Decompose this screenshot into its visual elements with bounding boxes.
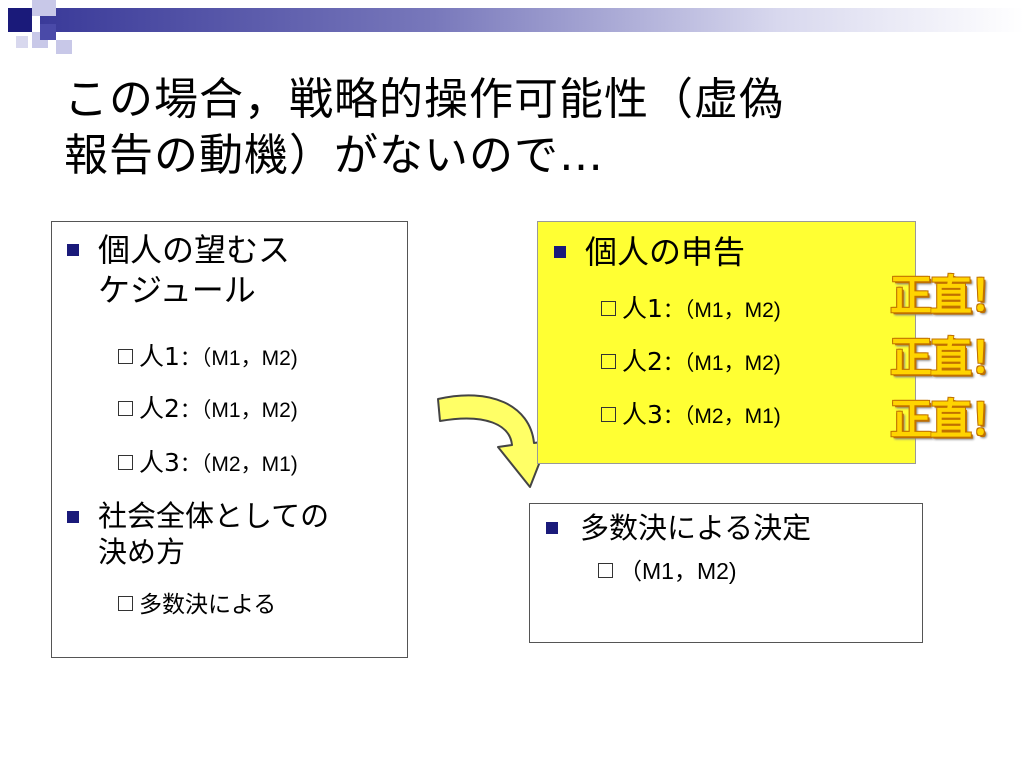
- report-heading: 個人の申告: [554, 232, 746, 272]
- report-value: ：（M2，M1): [662, 405, 781, 428]
- rule-heading-line-1: 社会全体としての: [98, 499, 330, 533]
- square-bullet-icon: [546, 522, 558, 534]
- list-item: 人1：（M1，M2): [118, 342, 298, 374]
- person-label: 人2: [139, 394, 180, 423]
- decision-result: （M1，M2): [619, 558, 737, 584]
- list-item: 人3：（M2，M1): [601, 400, 781, 432]
- square-bullet-icon: [67, 244, 79, 256]
- header-square-light: [16, 36, 28, 48]
- hollow-square-bullet-icon: [601, 353, 616, 369]
- decision-box: 多数決による決定 （M1，M2): [529, 503, 923, 643]
- person-label: 人1: [139, 342, 180, 371]
- page-title: この場合，戦略的操作可能性（虚偽 報告の動機）がないので…: [64, 72, 964, 184]
- person-label: 人3: [622, 400, 663, 429]
- hollow-square-bullet-icon: [601, 406, 616, 422]
- list-item: 人2：（M1，M2): [601, 347, 781, 379]
- curved-arrow-icon: [437, 394, 549, 488]
- hollow-square-bullet-icon: [598, 562, 613, 578]
- preference-box: 個人の望むス ケジュール 人1：（M1，M2) 人2：（M1，M2) 人3：（M…: [51, 221, 408, 658]
- rule-heading-line-2: 決め方: [98, 535, 186, 569]
- hollow-square-bullet-icon: [601, 300, 616, 316]
- list-item: （M1，M2): [598, 556, 737, 586]
- honest-label: 正直！: [890, 333, 1012, 382]
- person-label: 人1: [622, 294, 663, 323]
- decision-heading-text: 多数決による決定: [580, 511, 812, 545]
- list-item: 人2：（M1，M2): [118, 394, 298, 426]
- preference-value: ：（M1，M2): [179, 347, 298, 370]
- header-square-light: [32, 0, 56, 16]
- report-box: 個人の申告 人1：（M1，M2) 人2：（M1，M2) 人3：（M2，M1): [537, 221, 916, 464]
- person-label: 人2: [622, 347, 663, 376]
- header-gradient-bar: [40, 8, 1024, 32]
- preference-value: ：（M2，M1): [179, 453, 298, 476]
- list-item: 人3：（M2，M1): [118, 448, 298, 480]
- header-square-navy: [8, 8, 32, 32]
- person-label: 人3: [139, 448, 180, 477]
- report-value: ：（M1，M2): [662, 299, 781, 322]
- list-item: 多数決による: [118, 590, 276, 620]
- honest-label: 正直！: [890, 395, 1012, 444]
- title-line-2: 報告の動機）がないので…: [64, 130, 604, 181]
- preference-heading: 個人の望むス ケジュール: [67, 230, 291, 310]
- title-line-1: この場合，戦略的操作可能性（虚偽: [64, 74, 784, 125]
- preference-heading-line-1: 個人の望むス: [98, 231, 291, 269]
- report-value: ：（M1，M2): [662, 352, 781, 375]
- report-heading-text: 個人の申告: [585, 233, 746, 271]
- square-bullet-icon: [554, 246, 566, 258]
- preference-heading-line-2: ケジュール: [98, 271, 256, 309]
- square-bullet-icon: [67, 511, 79, 523]
- hollow-square-bullet-icon: [118, 348, 133, 364]
- hollow-square-bullet-icon: [118, 400, 133, 416]
- rule-heading: 社会全体としての 決め方: [67, 498, 330, 570]
- hollow-square-bullet-icon: [118, 596, 133, 611]
- decision-heading: 多数決による決定: [546, 508, 812, 548]
- header-square-light: [56, 40, 72, 54]
- hollow-square-bullet-icon: [118, 454, 133, 470]
- header-square-blue: [40, 24, 56, 40]
- honest-label: 正直！: [890, 271, 1012, 320]
- preference-value: ：（M1，M2): [179, 399, 298, 422]
- list-item: 人1：（M1，M2): [601, 294, 781, 326]
- rule-text: 多数決による: [139, 592, 277, 618]
